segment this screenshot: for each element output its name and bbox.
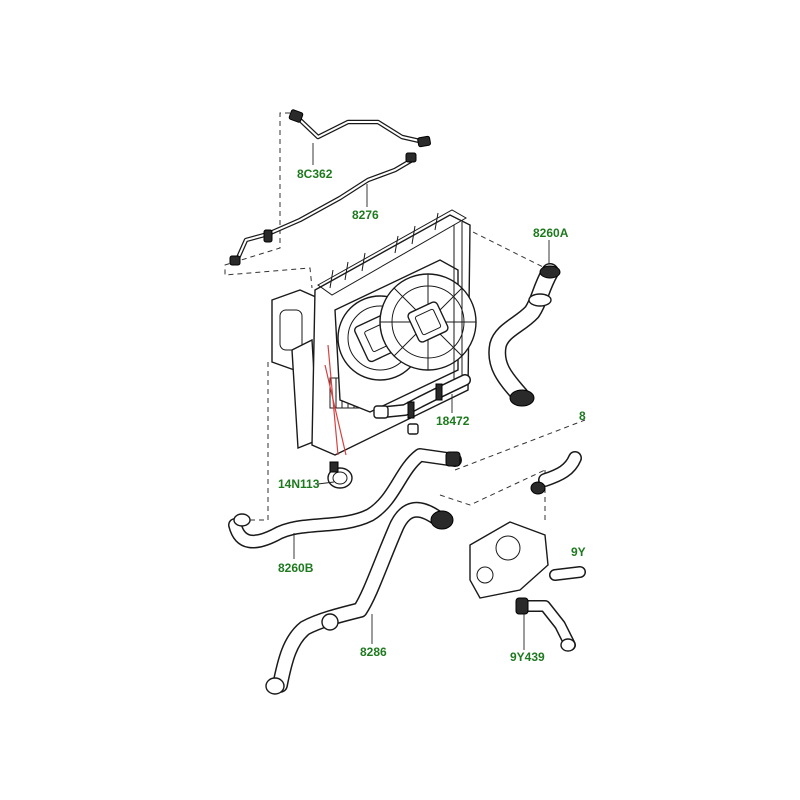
label-18472: 18472 <box>436 414 470 428</box>
label-8-partial: 8 <box>579 409 586 423</box>
hose-8286[interactable] <box>265 501 454 695</box>
label-14n113: 14N113 <box>278 477 320 491</box>
label-8276: 8276 <box>352 208 379 222</box>
connector-icon <box>229 255 241 266</box>
leader-lines <box>293 143 550 650</box>
hose-clamp-icon <box>430 510 454 530</box>
hose-clamp-icon <box>528 293 552 307</box>
connector-icon <box>263 229 273 243</box>
hose-18472[interactable] <box>373 374 471 435</box>
thermostat-housing <box>469 451 586 599</box>
label-8260b: 8260B <box>278 561 314 575</box>
hose-8260a[interactable] <box>488 263 561 407</box>
hose-8260b[interactable] <box>228 448 462 549</box>
label-8286: 8286 <box>360 645 387 659</box>
connector-icon <box>288 109 304 123</box>
dashed-reference-lines <box>224 112 586 521</box>
hose-clamp-icon <box>329 461 339 473</box>
label-9y439: 9Y439 <box>510 650 545 664</box>
hose-clamp-icon <box>539 265 561 279</box>
guide-line <box>324 364 347 456</box>
vent-tube-8276[interactable] <box>229 152 417 266</box>
hose-clamp-icon <box>435 383 443 401</box>
part-labels: 8C362 8276 8260A 18472 14N113 8260B 8286… <box>278 167 586 664</box>
hose-clamp-icon <box>407 401 415 419</box>
hose-clamp-icon <box>445 451 461 467</box>
hose-clamp-icon <box>509 389 535 407</box>
vent-tube-8c362[interactable] <box>288 109 431 148</box>
guide-line <box>327 344 339 456</box>
connector-icon <box>405 152 417 163</box>
hose-9y439[interactable] <box>515 597 576 652</box>
clamp-14n113[interactable] <box>327 461 353 489</box>
label-9y-partial: 9Y <box>571 545 586 559</box>
hose-clamp-icon <box>321 613 339 631</box>
hose-clamp-icon <box>515 597 529 615</box>
hose-clamp-icon <box>530 481 546 495</box>
connector-icon <box>417 135 431 148</box>
label-8c362: 8C362 <box>297 167 333 181</box>
hose-clamp-icon <box>265 677 285 695</box>
fan-icon <box>379 273 477 371</box>
label-8260a: 8260A <box>533 226 569 240</box>
